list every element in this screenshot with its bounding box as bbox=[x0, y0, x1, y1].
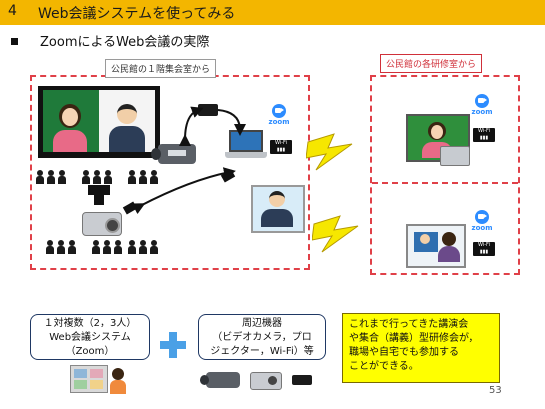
video-camera-icon bbox=[200, 372, 240, 388]
note-line1: これまで行ってきた講演会 bbox=[349, 319, 469, 330]
title-bar bbox=[0, 0, 545, 25]
devices-card-line1: 周辺機器 bbox=[242, 318, 282, 329]
audience-person-icon bbox=[150, 240, 158, 254]
room-divider bbox=[372, 182, 518, 184]
remote-room-bottom bbox=[406, 224, 466, 268]
note-line2: や集合（講義）型研修会が， bbox=[349, 333, 479, 344]
audience-person-icon bbox=[46, 240, 54, 254]
note-line4: ことができる。 bbox=[349, 361, 419, 372]
system-card-line2: Web会議システム bbox=[49, 332, 131, 343]
audience-person-icon bbox=[57, 240, 65, 254]
video-camera-icon bbox=[151, 144, 196, 164]
zoom-icon: zoom bbox=[471, 210, 493, 232]
projector-icon bbox=[82, 212, 122, 236]
section-number: 4 bbox=[8, 3, 17, 19]
note-line3: 職場や自宅でも参加する bbox=[349, 347, 459, 358]
audience-person-icon bbox=[58, 170, 66, 184]
zoom-icon: zoom bbox=[268, 104, 290, 126]
zoom-icon: zoom bbox=[471, 94, 493, 116]
audience-person-icon bbox=[103, 240, 111, 254]
podium bbox=[88, 185, 110, 195]
wifi-router-icon: Wi-Fi▮▮▮ bbox=[473, 128, 495, 142]
summary-note: これまで行ってきた講演会 や集合（講義）型研修会が， 職場や自宅でも参加する こ… bbox=[342, 313, 500, 383]
page-number: 53 bbox=[489, 385, 502, 396]
devices-card-line2: （ビデオカメラ，プロ bbox=[212, 332, 312, 343]
laptop-icon bbox=[440, 146, 470, 166]
network-bolt-icon bbox=[306, 133, 353, 171]
podium-stand bbox=[94, 195, 104, 205]
audience-person-icon bbox=[114, 240, 122, 254]
subtitle: ZoomによるWeb会議の実際 bbox=[40, 35, 210, 50]
wifi-router-icon: Wi-Fi▮▮▮ bbox=[270, 140, 292, 154]
main-hall-label: 公民館の１階集会室から bbox=[105, 59, 217, 78]
multi-person-call-image bbox=[70, 365, 108, 393]
audience-person-icon bbox=[36, 170, 44, 184]
system-card-line1: １対複数（2，3人） bbox=[43, 318, 137, 329]
devices-card: 周辺機器 （ビデオカメラ，プロ ジェクター，Wi-Fi）等 bbox=[198, 314, 326, 360]
page-title: Web会議システムを使ってみる bbox=[38, 6, 236, 22]
projection-screen bbox=[38, 86, 160, 158]
audience-person-icon bbox=[128, 240, 136, 254]
presenter-woman-icon bbox=[110, 368, 126, 394]
wifi-router-icon: Wi-Fi▮▮▮ bbox=[473, 242, 495, 256]
system-card-line3: （Zoom） bbox=[65, 346, 115, 357]
projector-icon bbox=[250, 372, 282, 390]
system-card: １対複数（2，3人） Web会議システム （Zoom） bbox=[30, 314, 150, 360]
audience-person-icon bbox=[82, 170, 90, 184]
audience-person-icon bbox=[92, 240, 100, 254]
bullet-icon bbox=[11, 38, 18, 45]
plus-icon bbox=[160, 332, 186, 358]
remote-participant-panel bbox=[251, 185, 305, 233]
training-rooms-area bbox=[370, 75, 520, 275]
audience-person-icon bbox=[139, 240, 147, 254]
network-bolt-icon bbox=[312, 215, 359, 253]
audience-person-icon bbox=[104, 170, 112, 184]
audience-person-icon bbox=[68, 240, 76, 254]
audience-person-icon bbox=[93, 170, 101, 184]
devices-card-line3: ジェクター，Wi-Fi）等 bbox=[210, 346, 314, 357]
hdmi-converter-icon bbox=[292, 375, 312, 385]
training-rooms-label: 公民館の各研修室から bbox=[380, 54, 483, 73]
audience-person-icon bbox=[47, 170, 55, 184]
